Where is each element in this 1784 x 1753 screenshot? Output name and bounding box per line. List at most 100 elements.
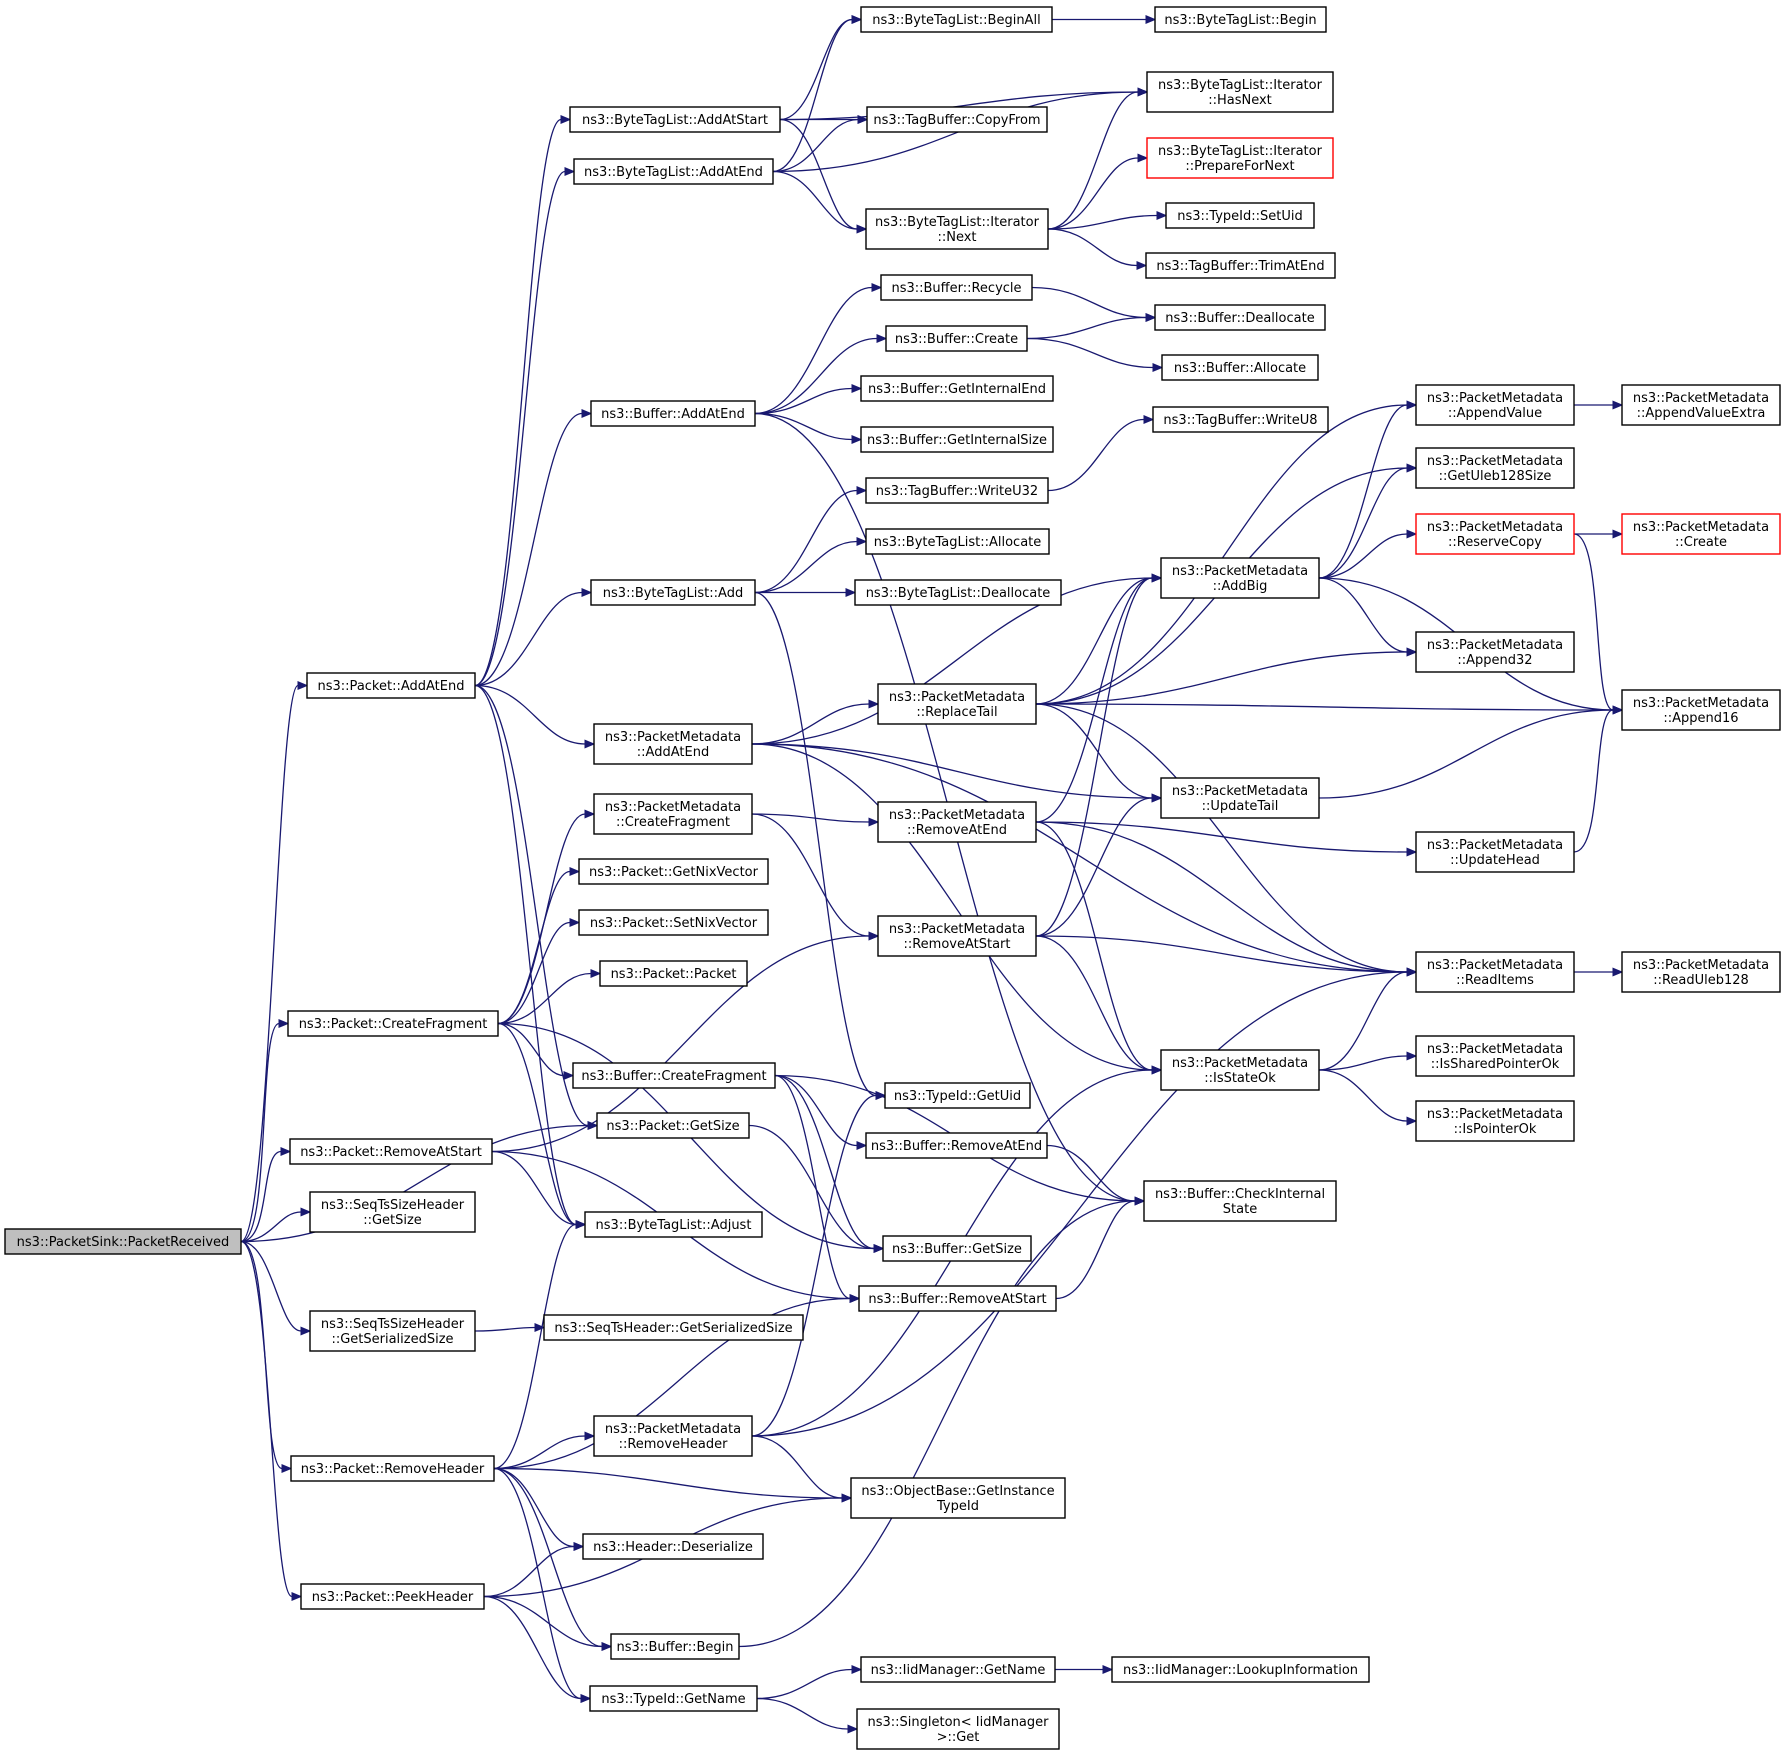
node-btl_it_hasnext[interactable]: ns3::ByteTagList::Iterator::HasNext (1146, 71, 1334, 113)
node-pm_removeheader[interactable]: ns3::PacketMetadata::RemoveHeader (593, 1415, 753, 1457)
node-buf_removeatend[interactable]: ns3::Buffer::RemoveAtEnd (865, 1132, 1048, 1159)
node-buf_begin[interactable]: ns3::Buffer::Begin (610, 1633, 740, 1660)
node-tb_copyfrom[interactable]: ns3::TagBuffer::CopyFrom (866, 106, 1048, 133)
node-tb_writeu32[interactable]: ns3::TagBuffer::WriteU32 (865, 477, 1049, 504)
edge-p_addatend-to-btl_adjust (474, 684, 577, 1226)
node-buf_getsize[interactable]: ns3::Buffer::GetSize (882, 1235, 1032, 1262)
edge-btl_addatend-to-btl_beginall (772, 18, 853, 173)
node-pm_updatehead[interactable]: ns3::PacketMetadata::UpdateHead (1415, 831, 1575, 873)
arrowhead-btl_addatend-to-tb_copyfrom (857, 114, 869, 125)
node-pm_replacetail[interactable]: ns3::PacketMetadata::ReplaceTail (877, 683, 1037, 725)
node-typeid_getuid[interactable]: ns3::TypeId::GetUid (884, 1082, 1031, 1109)
node-btl_deallocate[interactable]: ns3::ByteTagList::Deallocate (854, 579, 1062, 606)
node-pm_updatetail[interactable]: ns3::PacketMetadata::UpdateTail (1160, 777, 1320, 819)
edge-p_peekheader-to-hdr_deserialize (483, 1545, 575, 1598)
node-btl_allocate[interactable]: ns3::ByteTagList::Allocate (865, 528, 1050, 555)
node-typeid_getname[interactable]: ns3::TypeId::GetName (589, 1685, 758, 1712)
node-label: ::ReadUleb128 (1653, 973, 1749, 988)
node-pm_addatend[interactable]: ns3::PacketMetadata::AddAtEnd (593, 723, 753, 765)
node-pm_readuleb[interactable]: ns3::PacketMetadata::ReadUleb128 (1621, 951, 1781, 993)
node-label: ::AppendValue (1448, 406, 1542, 421)
node-p_removeatstart[interactable]: ns3::Packet::RemoveAtStart (289, 1138, 493, 1165)
node-tb_writeu8[interactable]: ns3::TagBuffer::WriteU8 (1152, 406, 1329, 433)
arrowhead-typeid_getname-to-iid_getname (851, 1664, 863, 1675)
arrowhead-btl_add-to-btl_allocate (856, 536, 868, 547)
node-buf_recycle[interactable]: ns3::Buffer::Recycle (880, 274, 1033, 301)
node-seqts_getsize[interactable]: ns3::SeqTsSizeHeader::GetSize (309, 1191, 476, 1233)
node-label: ::RemoveHeader (619, 1437, 729, 1452)
node-buf_addatend[interactable]: ns3::Buffer::AddAtEnd (590, 400, 756, 427)
node-btl_addatend[interactable]: ns3::ByteTagList::AddAtEnd (573, 158, 774, 185)
node-btl_it_next[interactable]: ns3::ByteTagList::Iterator::Next (865, 208, 1049, 250)
node-seqts_hdr_getser[interactable]: ns3::SeqTsHeader::GetSerializedSize (543, 1314, 804, 1341)
node-pm_append16[interactable]: ns3::PacketMetadata::Append16 (1621, 689, 1781, 731)
node-label: ns3::TagBuffer::WriteU8 (1163, 413, 1317, 428)
node-pm_appendvalueextra[interactable]: ns3::PacketMetadata::AppendValueExtra (1621, 384, 1781, 426)
node-pm_isstateok[interactable]: ns3::PacketMetadata::IsStateOk (1160, 1049, 1320, 1091)
node-buf_getintend[interactable]: ns3::Buffer::GetInternalEnd (860, 375, 1054, 402)
arrowhead-pm_removeatstart-to-pm_addbig (1151, 573, 1163, 583)
node-box (1161, 354, 1319, 381)
node-pm_readitems[interactable]: ns3::PacketMetadata::ReadItems (1415, 951, 1575, 993)
node-btl_adjust[interactable]: ns3::ByteTagList::Adjust (584, 1211, 763, 1238)
node-iid_lookup[interactable]: ns3::IidManager::LookupInformation (1111, 1656, 1370, 1683)
node-buf_createfrag[interactable]: ns3::Buffer::CreateFragment (572, 1062, 776, 1089)
node-pm_appendvalue[interactable]: ns3::PacketMetadata::AppendValue (1415, 384, 1575, 426)
node-p_packet[interactable]: ns3::Packet::Packet (599, 960, 748, 987)
node-typeid_setuid[interactable]: ns3::TypeId::SetUid (1165, 202, 1315, 229)
node-btl_begin[interactable]: ns3::ByteTagList::Begin (1154, 6, 1327, 33)
edge-pm_removeatend-to-pm_readitems (1035, 821, 1408, 973)
node-p_getsize[interactable]: ns3::Packet::GetSize (596, 1112, 750, 1139)
node-pm_addbig[interactable]: ns3::PacketMetadata::AddBig (1160, 557, 1320, 599)
arrowhead-pm_removeheader-to-typeid_getuid (875, 1090, 887, 1101)
node-pm_createfrag[interactable]: ns3::PacketMetadata::CreateFragment (593, 793, 753, 835)
node-buf_allocate[interactable]: ns3::Buffer::Allocate (1161, 354, 1319, 381)
node-pm_issharedptr[interactable]: ns3::PacketMetadata::IsSharedPointerOk (1415, 1035, 1575, 1077)
node-p_setnix[interactable]: ns3::Packet::SetNixVector (578, 909, 769, 936)
node-label: ns3::TagBuffer::WriteU32 (876, 484, 1038, 499)
node-buf_create[interactable]: ns3::Buffer::Create (885, 325, 1028, 352)
node-btl_add[interactable]: ns3::ByteTagList::Add (590, 579, 756, 606)
node-buf_deallocate[interactable]: ns3::Buffer::Deallocate (1154, 304, 1326, 331)
node-seqts_getser[interactable]: ns3::SeqTsSizeHeader::GetSerializedSize (309, 1310, 476, 1352)
node-btl_beginall[interactable]: ns3::ByteTagList::BeginAll (860, 6, 1053, 33)
node-singleton_get[interactable]: ns3::Singleton< IidManager >::Get (856, 1708, 1060, 1750)
node-label: ns3::PacketMetadata (605, 800, 741, 815)
node-tb_trimatend[interactable]: ns3::TagBuffer::TrimAtEnd (1145, 252, 1336, 279)
arrowhead-p_createfrag-to-p_packet (590, 968, 602, 979)
node-hdr_deserialize[interactable]: ns3::Header::Deserialize (582, 1533, 764, 1560)
arrowhead-btl_it_next-to-tb_trimatend (1136, 260, 1148, 271)
edge-pm_isstateok-to-pm_readitems (1318, 971, 1408, 1071)
arrowhead-root-to-seqts_getsize (300, 1207, 312, 1217)
node-p_createfrag[interactable]: ns3::Packet::CreateFragment (287, 1010, 499, 1037)
node-pm_getuleb[interactable]: ns3::PacketMetadata::GetUleb128Size (1415, 447, 1575, 489)
edge-root-to-p_createfrag (240, 1022, 280, 1243)
node-p_removeheader[interactable]: ns3::Packet::RemoveHeader (290, 1455, 495, 1482)
node-label: ::UpdateTail (1202, 799, 1279, 814)
node-box (584, 1211, 763, 1238)
node-btl_it_prepare[interactable]: ns3::ByteTagList::Iterator::PrepareForNe… (1146, 137, 1334, 179)
node-p_peekheader[interactable]: ns3::Packet::PeekHeader (300, 1583, 485, 1610)
node-box (582, 1533, 764, 1560)
node-iid_getname[interactable]: ns3::IidManager::GetName (860, 1656, 1056, 1683)
edge-pm_replacetail-to-pm_updatetail (1035, 703, 1153, 799)
edge-root-to-p_peekheader (240, 1240, 293, 1598)
node-p_getnix[interactable]: ns3::Packet::GetNixVector (578, 858, 769, 885)
node-pm_removeatend[interactable]: ns3::PacketMetadata::RemoveAtEnd (877, 801, 1037, 843)
node-pm_reservecopy[interactable]: ns3::PacketMetadata::ReserveCopy (1415, 513, 1575, 555)
node-pm_append32[interactable]: ns3::PacketMetadata::Append32 (1415, 631, 1575, 673)
node-label: ns3::ByteTagList::Add (603, 586, 743, 601)
edge-pm_replacetail-to-pm_append16 (1035, 703, 1614, 711)
node-root[interactable]: ns3::PacketSink::PacketReceived (4, 1228, 242, 1255)
node-pm_removeatstart[interactable]: ns3::PacketMetadata::RemoveAtStart (877, 915, 1037, 957)
node-p_addatend[interactable]: ns3::Packet::AddAtEnd (306, 672, 476, 699)
node-buf_removeatstart[interactable]: ns3::Buffer::RemoveAtStart (858, 1285, 1057, 1312)
node-label: ::RemoveAtStart (903, 937, 1010, 952)
node-btl_addatstart[interactable]: ns3::ByteTagList::AddAtStart (569, 106, 781, 133)
node-box (856, 1708, 1060, 1750)
node-pm_create[interactable]: ns3::PacketMetadata::Create (1621, 513, 1781, 555)
node-buf_getintsize[interactable]: ns3::Buffer::GetInternalSize (860, 426, 1054, 453)
node-pm_isptrok[interactable]: ns3::PacketMetadata::IsPointerOk (1415, 1100, 1575, 1142)
